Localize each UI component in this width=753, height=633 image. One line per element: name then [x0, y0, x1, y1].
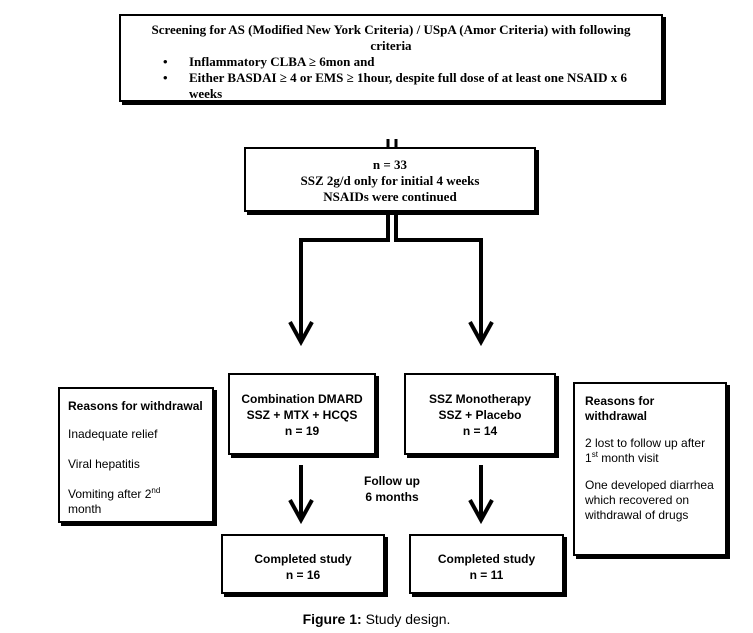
withdrawal-left-item-2: Viral hepatitis — [68, 457, 140, 471]
monotherapy-regimen: SSZ + Placebo — [438, 408, 522, 422]
withdrawal-left-title: Reasons for withdrawal — [68, 399, 203, 413]
withdrawal-left-item-1: Inadequate relief — [68, 427, 158, 441]
completed-right-n: n = 11 — [469, 568, 504, 582]
figure-caption: Figure 1: Study design. — [0, 610, 753, 628]
connector-split-left — [299, 212, 390, 340]
ssz-monotherapy-box: SSZ Monotherapy SSZ + Placebo n = 14 — [404, 373, 556, 455]
initial-regimen: SSZ 2g/d only for initial 4 weeks — [300, 173, 480, 188]
combination-regimen: SSZ + MTX + HCQS — [246, 408, 358, 422]
completed-right-title: Completed study — [437, 552, 536, 566]
monotherapy-title: SSZ Monotherapy — [428, 392, 531, 406]
screening-criterion-2: Either BASDAI ≥ 4 or EMS ≥ 1hour, despit… — [131, 70, 651, 102]
withdrawal-left-item-3: Vomiting after 2nd month — [68, 486, 161, 517]
combination-n: n = 19 — [284, 424, 320, 438]
screening-title: Screening for AS (Modified New York Crit… — [151, 22, 631, 53]
initial-nsaid-note: NSAIDs were continued — [323, 189, 457, 204]
monotherapy-n: n = 14 — [462, 424, 498, 438]
connector-split-right — [394, 212, 483, 340]
withdrawal-right-title: Reasons for withdrawal — [585, 394, 655, 423]
arrow-head-completed-left — [288, 499, 314, 525]
screening-box: Screening for AS (Modified New York Crit… — [119, 14, 663, 102]
followup-label: Follow up 6 months — [364, 474, 420, 504]
completed-left-box: Completed study n = 16 — [221, 534, 385, 594]
arrow-head-completed-right — [468, 499, 494, 525]
withdrawal-right-item-2: One developed diarrhea which recovered o… — [585, 478, 714, 522]
combination-dmard-box: Combination DMARD SSZ + MTX + HCQS n = 1… — [228, 373, 376, 455]
completed-left-title: Completed study — [254, 552, 352, 566]
completed-left-n: n = 16 — [285, 568, 321, 582]
figure-label: Figure 1: — [302, 611, 362, 627]
arrow-head-monotherapy — [468, 321, 494, 347]
completed-right-box: Completed study n = 11 — [409, 534, 564, 594]
arrow-head-combination — [288, 321, 314, 347]
combination-title: Combination DMARD — [241, 392, 363, 406]
initial-treatment-box: n = 33 SSZ 2g/d only for initial 4 weeks… — [244, 147, 536, 212]
screening-criterion-1: Inflammatory CLBA ≥ 6mon and — [131, 54, 651, 70]
figure-caption-text: Study design. — [365, 611, 451, 627]
withdrawal-left-box: Reasons for withdrawal Inadequate relief… — [58, 387, 214, 523]
withdrawal-right-box: Reasons for withdrawal 2 lost to follow … — [573, 382, 727, 556]
initial-n: n = 33 — [372, 157, 408, 172]
withdrawal-right-item-1: 2 lost to follow up after 1st month visi… — [585, 436, 706, 465]
